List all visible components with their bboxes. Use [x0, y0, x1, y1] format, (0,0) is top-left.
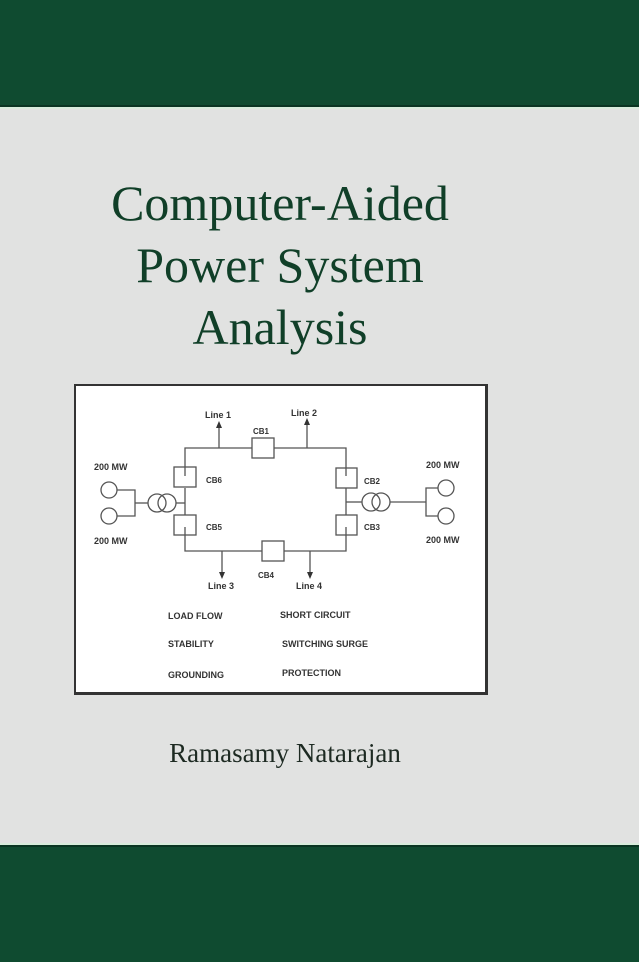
title-line-2: Power System — [136, 237, 424, 293]
cb6-icon — [173, 466, 197, 488]
cb2-icon — [335, 467, 358, 489]
cb3-label: CB3 — [364, 523, 381, 532]
title-line-3: Analysis — [192, 299, 368, 355]
cb3-icon — [335, 514, 358, 536]
topic-load-flow: LOAD FLOW — [168, 611, 223, 621]
cb5-label: CB5 — [206, 523, 223, 532]
bottom-green-band — [0, 843, 639, 962]
cb2-label: CB2 — [364, 477, 381, 486]
gen-right-bottom-label: 200 MW — [426, 535, 460, 545]
cb4-icon — [261, 540, 285, 562]
line-4-label: Line 4 — [296, 581, 322, 591]
topic-grounding: GROUNDING — [168, 670, 224, 680]
topic-stability: STABILITY — [168, 639, 214, 649]
title-line-1: Computer-Aided — [111, 175, 449, 231]
gen-left-top-label: 200 MW — [94, 462, 128, 472]
cb1-icon — [251, 437, 275, 459]
line-1-label: Line 1 — [205, 410, 231, 420]
power-system-diagram: Line 1 Line 2 Line 3 Line 4 CB1 CB2 CB3 … — [74, 384, 488, 695]
author-name: Ramasamy Natarajan — [169, 738, 401, 768]
gen-right-top-label: 200 MW — [426, 460, 460, 470]
top-green-band — [0, 0, 639, 109]
cb1-label: CB1 — [253, 427, 270, 436]
topic-short-circuit: SHORT CIRCUIT — [280, 610, 351, 620]
cb5-icon — [173, 514, 197, 536]
gen-left-bottom-label: 200 MW — [94, 536, 128, 546]
topic-switching-surge: SWITCHING SURGE — [282, 639, 368, 649]
book-title: Computer-Aided Power System Analysis — [0, 172, 560, 358]
line-2-label: Line 2 — [291, 408, 317, 418]
cb4-label: CB4 — [258, 571, 275, 580]
line-3-label: Line 3 — [208, 581, 234, 591]
topic-protection: PROTECTION — [282, 668, 341, 678]
cb6-label: CB6 — [206, 476, 223, 485]
